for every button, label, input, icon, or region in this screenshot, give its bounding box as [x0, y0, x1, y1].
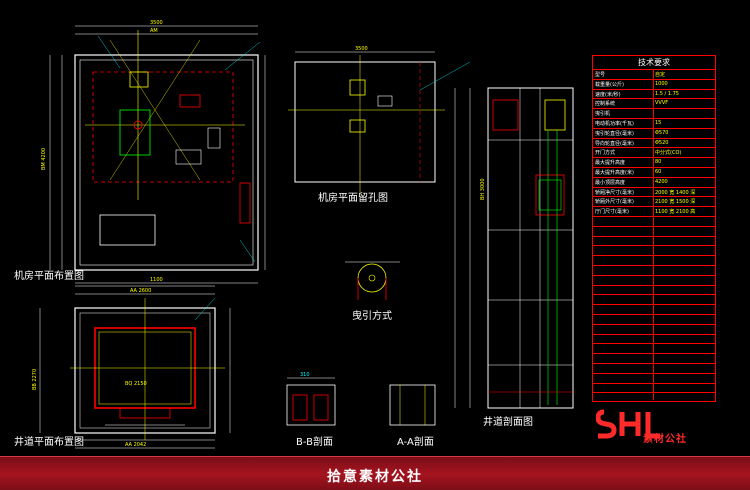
svg-text:310: 310 [300, 372, 310, 378]
spec-table-row: 轿厢净尺寸(毫米) 2000 宽 1400 深 [593, 188, 715, 198]
spec-row-label: 轿厢净尺寸(毫米) [595, 189, 634, 196]
spec-row-label: 轿厢外尺寸(毫米) [595, 199, 634, 206]
spec-row-label: 控制系统 [595, 101, 616, 108]
spec-table-title: 技术要求 [593, 56, 715, 70]
spec-row-value: VVVF [655, 100, 669, 107]
spec-row-value: 80 [655, 159, 662, 166]
spec-table-row [593, 246, 715, 257]
svg-text:3500: 3500 [150, 20, 163, 26]
svg-text:3500: 3500 [355, 46, 368, 52]
spec-row-value: 中分式(CO) [655, 150, 682, 157]
machine-room-hole-plan: 3500 [288, 46, 445, 195]
spec-table-row: 轿厢外尺寸(毫米) 2100 宽 1500 深 [593, 197, 715, 208]
spec-table-row: 开门方式 中分式(CO) [593, 148, 715, 159]
spec-row-label: 电动机功率(千瓦) [595, 120, 634, 127]
svg-text:AA 2600: AA 2600 [130, 288, 151, 294]
annotation-leaders [97, 35, 471, 321]
spec-table: 技术要求 型号 自定载重量(公斤) 1000 速度(米/秒) 1.5 / 1.75 控制系… [592, 55, 716, 402]
spec-table-row: 最大提升高度(米) 60 [593, 168, 715, 178]
spec-row-label: 速度(米/秒) [595, 91, 621, 98]
spec-row-value: 1100 宽 2100 高 [655, 209, 696, 216]
spec-table-row: 导向轮直径(毫米) Φ520 [593, 139, 715, 149]
spec-table-row [593, 237, 715, 247]
footer-banner: 拾意素材公社 [0, 456, 750, 490]
title-traction-method: 曳引方式 [352, 311, 392, 322]
spec-row-value: 15 [655, 119, 662, 126]
traction-method-diagram [345, 261, 400, 300]
spec-table-row: 电动机功率(千瓦) 15 [593, 119, 715, 129]
spec-table-row [593, 295, 715, 306]
hoistway-section: BH 3000 [454, 87, 574, 409]
spec-table-row: 速度(米/秒) 1.5 / 1.75 [593, 90, 715, 100]
spec-table-row [593, 384, 715, 394]
spec-table-row [593, 305, 715, 315]
spec-table-row [593, 344, 715, 355]
spec-row-label: 最小顶层高度 [595, 179, 626, 186]
hoistway-plan: AA 2600 AA 2042 BQ 2150 BB 2270 [32, 285, 231, 449]
spec-row-value: Φ520 [655, 139, 669, 146]
spec-table-row [593, 374, 715, 384]
spec-table-row [593, 256, 715, 266]
spec-table-row [593, 286, 715, 296]
spec-row-label: 曳引轮直径(毫米) [595, 130, 634, 137]
watermark-text: 素材公社 [643, 434, 687, 445]
spec-row-value: 4200 [655, 178, 668, 185]
bb-section: 310 [286, 372, 336, 426]
svg-text:BH 3000: BH 3000 [480, 178, 486, 200]
spec-table-row [593, 266, 715, 276]
title-aa-section: A-A剖面 [397, 437, 434, 448]
spec-table-row [593, 364, 715, 374]
title-machine-room-plan: 机房平面布置图 [14, 271, 84, 282]
title-bb-section: B-B剖面 [296, 437, 333, 448]
spec-table-row [593, 325, 715, 335]
spec-table-row: 最大提升高度 80 [593, 158, 715, 168]
spec-table-row: 曳引机 [593, 109, 715, 119]
watermark-logo [596, 409, 660, 439]
spec-table-row [593, 315, 715, 325]
spec-table-row: 控制系统 VVVF [593, 99, 715, 110]
svg-text:AM: AM [150, 28, 158, 34]
spec-table-row: 载重量(公斤) 1000 [593, 80, 715, 90]
spec-row-label: 型号 [595, 72, 606, 78]
spec-table-row: 曳引轮直径(毫米) Φ570 [593, 129, 715, 139]
spec-row-value: 1.5 / 1.75 [655, 90, 679, 97]
spec-row-label: 最大提升高度 [595, 160, 626, 167]
spec-table-row: 最小顶层高度 4200 [593, 178, 715, 188]
svg-text:BB 2270: BB 2270 [32, 369, 38, 390]
aa-section [389, 384, 436, 426]
svg-text:BQ 2150: BQ 2150 [125, 381, 147, 387]
footer-text: 拾意素材公社 [327, 469, 423, 485]
spec-row-value: 60 [655, 168, 662, 175]
spec-row-value: 1000 [655, 80, 668, 87]
cad-drawing-canvas: 3500 AM BM 4200 1100 3500 [32, 20, 574, 449]
spec-table-row: 型号 自定 [593, 70, 715, 80]
spec-table-row [593, 354, 715, 364]
spec-row-value: 2100 宽 1500 深 [655, 199, 696, 206]
spec-table-rows: 型号 自定载重量(公斤) 1000 速度(米/秒) 1.5 / 1.75 控制系统 VVVF… [593, 70, 715, 394]
spec-row-label: 开门方式 [595, 150, 616, 157]
title-machine-room-hole-plan: 机房平面留孔图 [318, 193, 388, 204]
svg-text:BM 4200: BM 4200 [41, 148, 47, 170]
spec-table-row [593, 335, 715, 345]
title-hoistway-section: 井道剖面图 [483, 417, 533, 428]
svg-text:1100: 1100 [150, 277, 163, 283]
spec-row-value: 2000 宽 1400 深 [655, 189, 696, 196]
spec-row-value: Φ570 [655, 129, 669, 136]
svg-text:AA 2042: AA 2042 [125, 442, 146, 448]
spec-row-label: 最大提升高度(米) [595, 169, 634, 176]
spec-table-row [593, 227, 715, 237]
spec-row-label: 导向轮直径(毫米) [595, 140, 634, 147]
spec-table-row [593, 276, 715, 286]
spec-row-value: 自定 [655, 72, 666, 78]
title-hoistway-plan: 井道平面布置图 [14, 437, 84, 448]
spec-table-column-divider [653, 69, 654, 400]
spec-row-label: 曳引机 [595, 111, 611, 118]
spec-row-label: 厅门尺寸(毫米) [595, 209, 629, 216]
spec-table-row: 厅门尺寸(毫米) 1100 宽 2100 高 [593, 207, 715, 217]
machine-room-plan: 3500 AM BM 4200 1100 [41, 20, 266, 284]
spec-table-row [593, 217, 715, 227]
spec-row-label: 载重量(公斤) [595, 81, 624, 88]
